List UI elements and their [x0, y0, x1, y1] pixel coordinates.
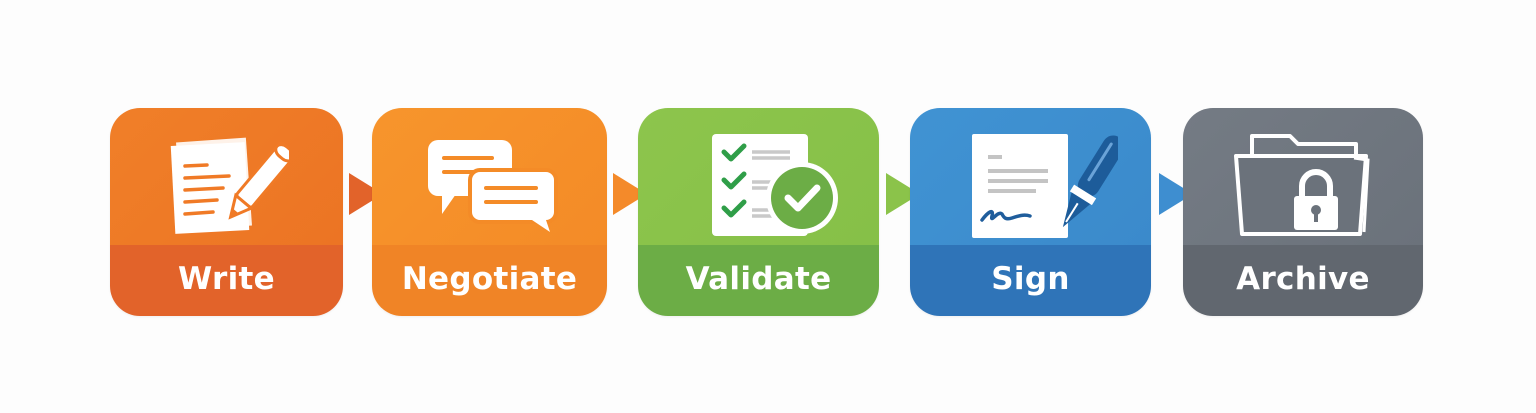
step-negotiate: Negotiate	[372, 108, 607, 316]
step-write: Write	[110, 108, 343, 316]
chat-bubbles-icon	[420, 134, 560, 238]
checklist-check-icon	[698, 130, 848, 244]
folder-lock-icon	[1228, 128, 1378, 242]
step-archive: Archive	[1183, 108, 1423, 316]
step-label: Negotiate	[401, 261, 578, 297]
step-validate: Validate	[638, 108, 879, 316]
step-label: Sign	[991, 261, 1070, 297]
step-label: Validate	[685, 261, 832, 297]
step-label: Write	[178, 261, 275, 297]
step-sign: Sign	[910, 108, 1151, 316]
document-fountain-pen-icon	[968, 130, 1124, 244]
document-pencil-icon	[165, 128, 296, 242]
step-label: Archive	[1236, 261, 1370, 297]
